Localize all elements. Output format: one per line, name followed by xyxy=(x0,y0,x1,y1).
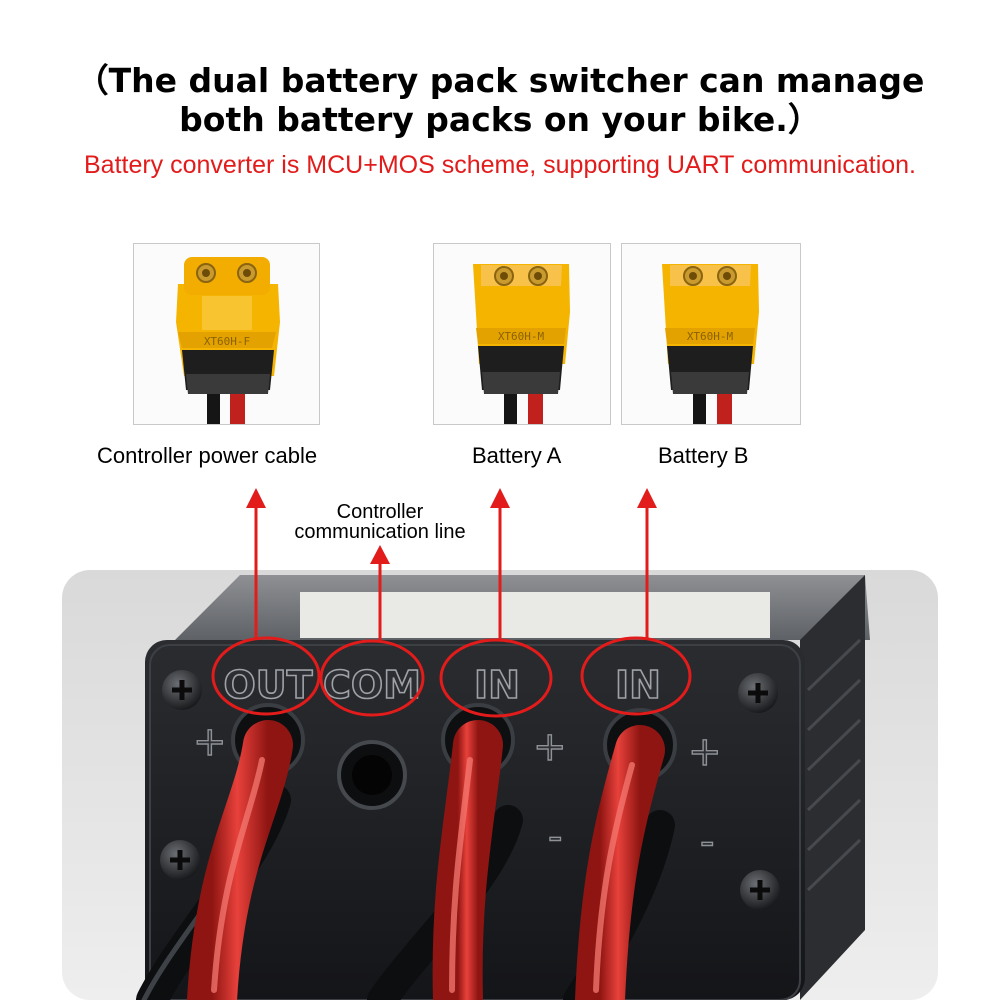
xt60-female-connector-icon: XT60H-F xyxy=(176,257,280,424)
screw-top-right xyxy=(738,673,778,713)
xt60-male-connector-icon: XT60H-M xyxy=(662,264,759,424)
caption-battery-b: Battery B xyxy=(658,443,749,468)
port-label-out: OUT xyxy=(223,663,312,707)
caption-communication-line: Controller communication line xyxy=(270,502,490,542)
polarity-plus-in-a: + xyxy=(533,724,567,770)
plug-text-out: XT60H-F xyxy=(204,335,250,348)
plug-text-b: XT60H-M xyxy=(687,330,734,343)
battery-b-connector-photo: XT60H-M xyxy=(621,243,801,425)
battery-a-red-cable xyxy=(432,720,503,1000)
screw-bottom-left xyxy=(160,840,200,880)
screw-top-left xyxy=(162,670,202,710)
controller-power-connector-photo: XT60H-F xyxy=(133,243,320,425)
red-subtitle: Battery converter is MCU+MOS scheme, sup… xyxy=(83,151,917,179)
polarity-plus-in-b: + xyxy=(688,729,722,775)
plug-text-a: XT60H-M xyxy=(498,330,545,343)
caption-controller-power-cable: Controller power cable xyxy=(97,443,318,468)
product-label-sticker xyxy=(300,592,770,638)
polarity-plus-out: + xyxy=(193,719,227,765)
battery-a-connector-photo: XT60H-M xyxy=(433,243,611,425)
com-port-socket xyxy=(337,740,407,810)
caption-battery-a: Battery A xyxy=(472,443,562,468)
port-label-in-b: IN xyxy=(615,663,661,707)
screw-bottom-right xyxy=(740,870,780,910)
caption-communication-line-2: communication line xyxy=(294,521,466,543)
port-label-com: COM xyxy=(323,663,421,707)
xt60-male-connector-icon: XT60H-M xyxy=(473,264,570,424)
port-label-in-a: IN xyxy=(474,663,520,707)
caption-communication-line-1: Controller xyxy=(336,501,424,523)
polarity-minus-in-a: - xyxy=(548,814,562,860)
headline-line-1: （The dual battery pack switcher can mana… xyxy=(75,61,925,100)
battery-b-red-cable xyxy=(575,725,665,1000)
polarity-minus-in-b: - xyxy=(700,819,714,865)
headline-line-2: both battery packs on your bike.） xyxy=(179,100,821,139)
